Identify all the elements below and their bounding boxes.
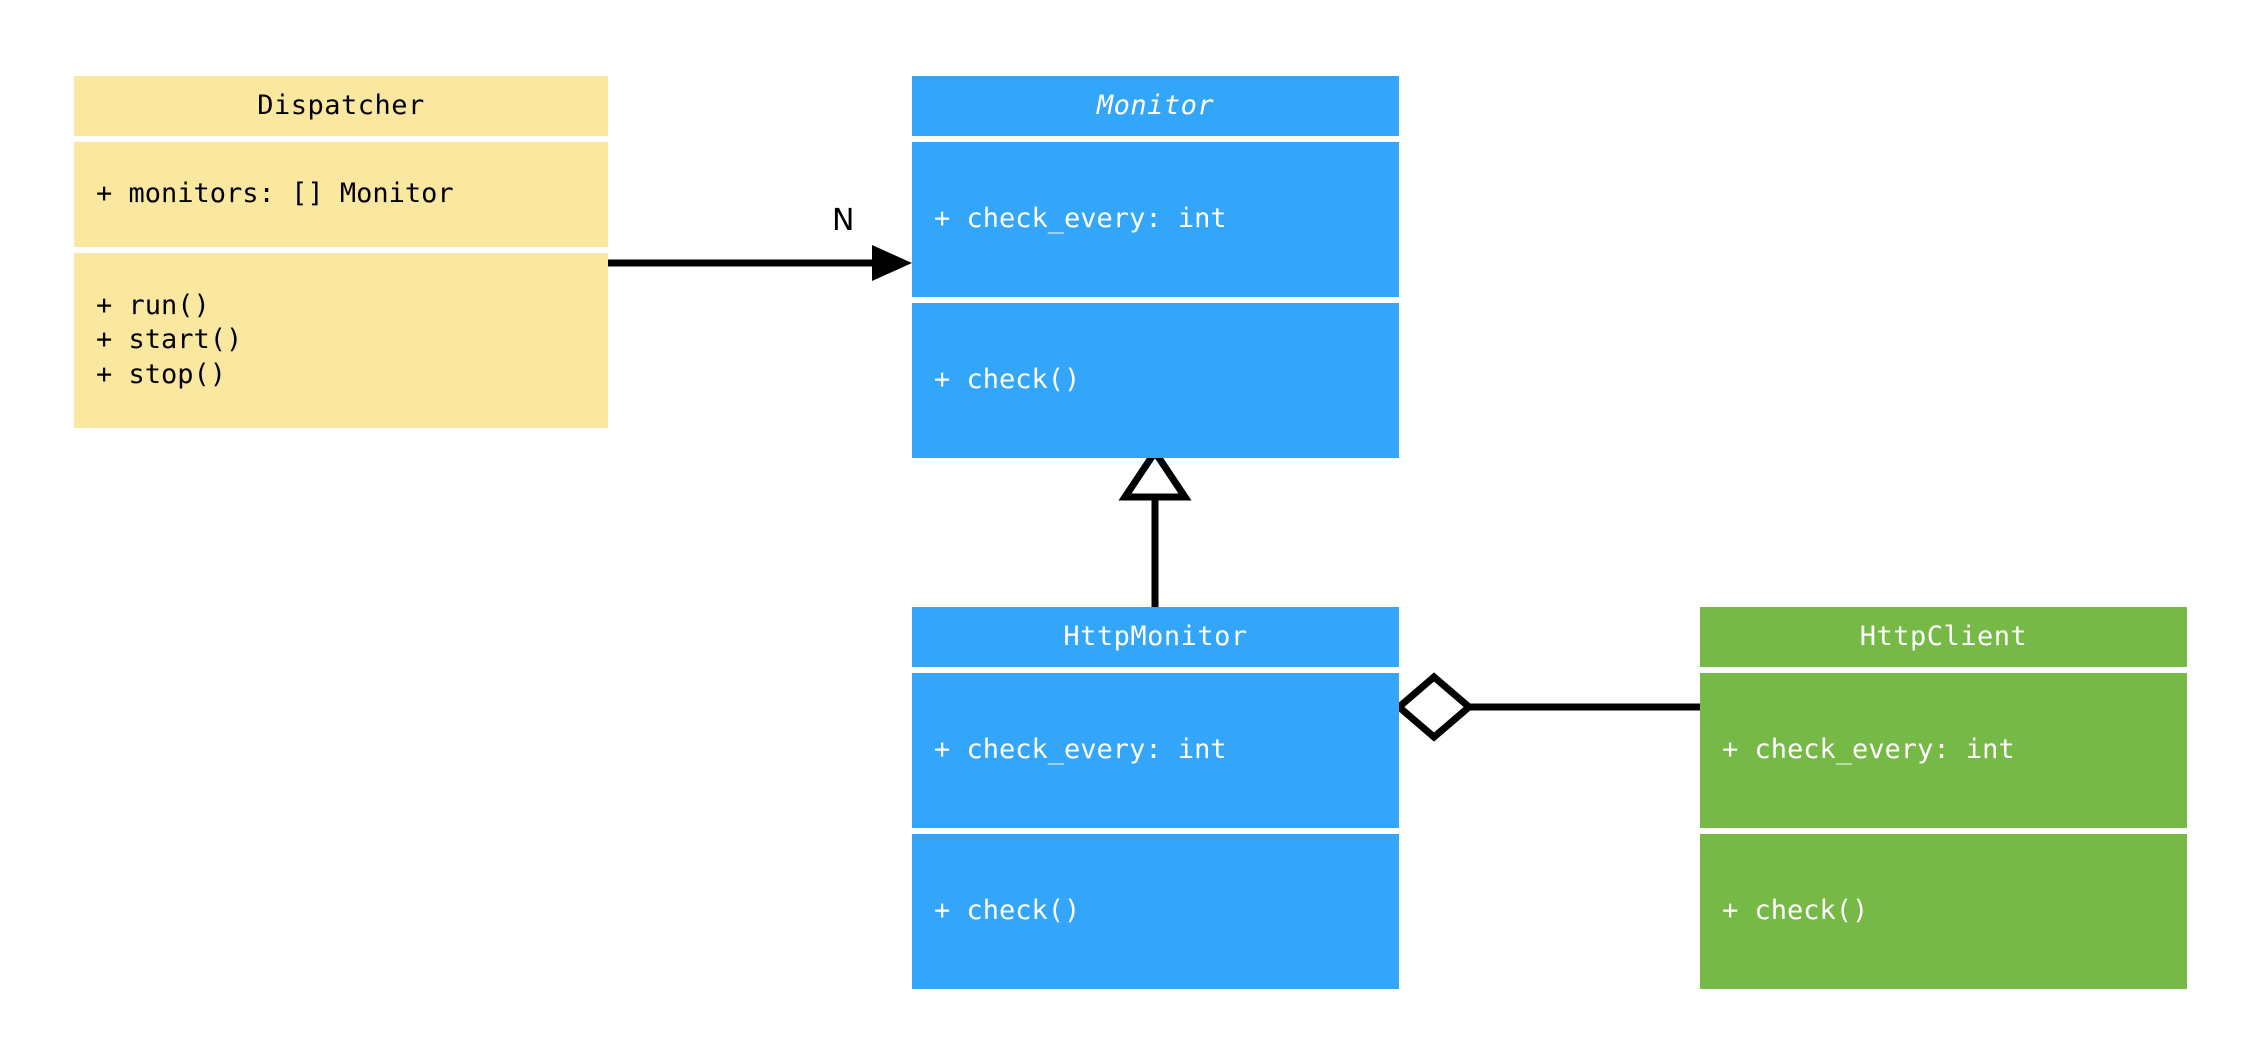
class-attributes-compartment: + check_every: int (1700, 673, 2187, 828)
class-box-httpclient[interactable]: HttpClient + check_every: int + check() (1700, 607, 2187, 989)
class-methods-compartment: + check() (912, 303, 1399, 458)
class-name-dispatcher: Dispatcher (257, 90, 425, 122)
class-attributes-compartment: + check_every: int (912, 673, 1399, 828)
association-multiplicity-label: N (832, 203, 855, 238)
attribute-row: + check_every: int (934, 734, 1227, 766)
class-box-dispatcher[interactable]: Dispatcher + monitors: [] Monitor + run(… (74, 76, 608, 428)
method-row: + check() (1722, 895, 1869, 927)
class-name-monitor: Monitor (1096, 90, 1215, 122)
class-box-httpmonitor[interactable]: HttpMonitor + check_every: int + check() (912, 607, 1399, 989)
class-name-httpmonitor: HttpMonitor (1063, 621, 1248, 653)
class-box-monitor[interactable]: Monitor + check_every: int + check() (912, 76, 1399, 458)
class-methods-compartment: + run() + start() + stop() (74, 253, 608, 428)
aggregation-httpmonitor-to-httpclient (1393, 672, 1700, 742)
filled-arrowhead-icon (872, 245, 912, 281)
class-title-compartment: HttpClient (1700, 607, 2187, 667)
method-row: + check() (934, 364, 1081, 396)
hollow-diamond-icon (1393, 672, 1475, 742)
class-title-compartment: HttpMonitor (912, 607, 1399, 667)
class-attributes-compartment: + monitors: [] Monitor (74, 142, 608, 247)
class-methods-compartment: + check() (1700, 834, 2187, 989)
method-row: + stop() (96, 358, 227, 390)
hollow-triangle-icon (1118, 445, 1192, 501)
generalization-httpmonitor-to-monitor (1118, 445, 1192, 607)
attribute-row: + monitors: [] Monitor (96, 178, 454, 210)
class-attributes-compartment: + check_every: int (912, 142, 1399, 297)
class-methods-compartment: + check() (912, 834, 1399, 989)
method-row: + check() (934, 895, 1081, 927)
method-row: + run() (96, 289, 210, 321)
class-name-httpclient: HttpClient (1859, 621, 2028, 653)
association-dispatcher-to-monitor (608, 245, 912, 281)
class-title-compartment: Monitor (912, 76, 1399, 136)
attribute-row: + check_every: int (1722, 734, 2015, 766)
method-row: + start() (96, 324, 243, 356)
attribute-row: + check_every: int (934, 203, 1227, 235)
class-title-compartment: Dispatcher (74, 76, 608, 136)
